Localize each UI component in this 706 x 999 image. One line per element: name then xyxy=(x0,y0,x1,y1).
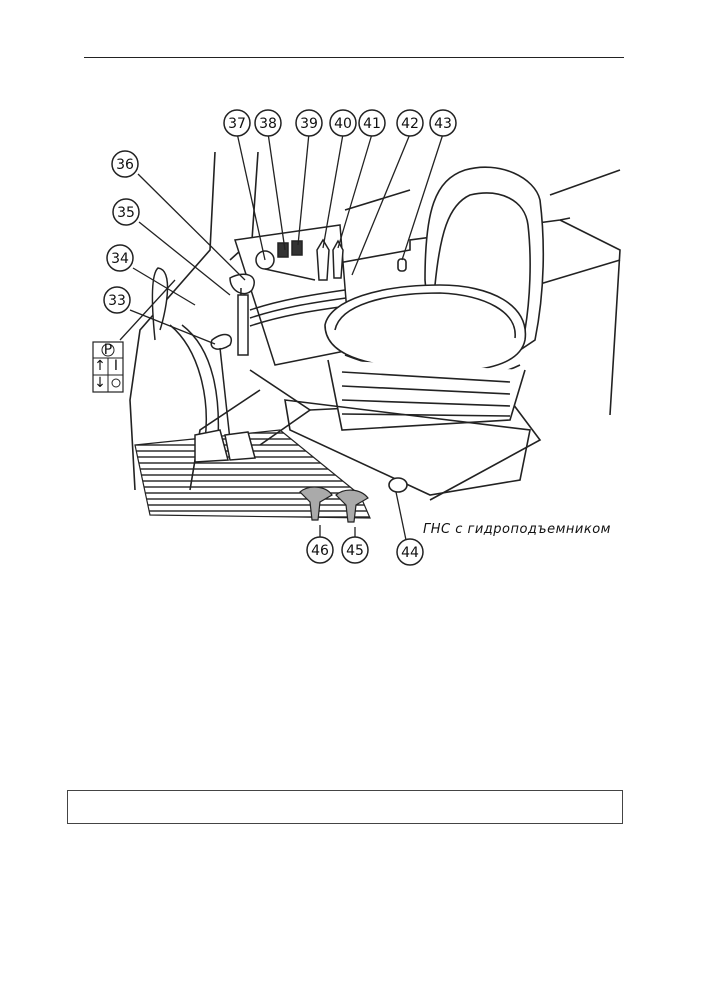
callout-36: 36 xyxy=(116,157,134,173)
callout-40: 40 xyxy=(334,116,352,132)
arrow-up-icon: ↑ xyxy=(94,358,106,374)
callout-44: 44 xyxy=(401,545,419,561)
callout-43: 43 xyxy=(434,116,452,132)
floor-mat xyxy=(134,429,371,519)
callout-34: 34 xyxy=(111,251,129,267)
callout-41: 41 xyxy=(363,116,381,132)
callout-labels: 37 38 39 40 41 42 43 36 35 34 33 46 45 4… xyxy=(108,116,452,561)
parking-row2-symbol: I xyxy=(114,358,118,374)
cab-diagram: P ↑ I ↓ xyxy=(80,100,640,580)
caption-box xyxy=(67,790,623,824)
hand-levers xyxy=(299,486,369,523)
callout-45: 45 xyxy=(346,543,364,559)
diagram-svg: P ↑ I ↓ xyxy=(92,109,621,566)
figure-caption: ГНС с гидроподъемником xyxy=(423,522,611,537)
callout-33: 33 xyxy=(108,293,126,309)
callout-38: 38 xyxy=(259,116,277,132)
callout-42: 42 xyxy=(401,116,419,132)
callout-46: 46 xyxy=(311,543,329,559)
callout-39: 39 xyxy=(300,116,318,132)
callout-35: 35 xyxy=(117,205,135,221)
seat xyxy=(284,166,545,496)
arrow-down-icon: ↓ xyxy=(94,375,106,391)
leader-lines xyxy=(119,132,444,541)
parking-p-symbol: P xyxy=(104,342,112,358)
circle-icon xyxy=(111,378,121,388)
callout-37: 37 xyxy=(228,116,246,132)
callout-circles xyxy=(103,109,457,566)
header-rule xyxy=(84,57,624,58)
parking-panel: P ↑ I ↓ xyxy=(92,341,124,393)
control-console xyxy=(234,224,351,366)
